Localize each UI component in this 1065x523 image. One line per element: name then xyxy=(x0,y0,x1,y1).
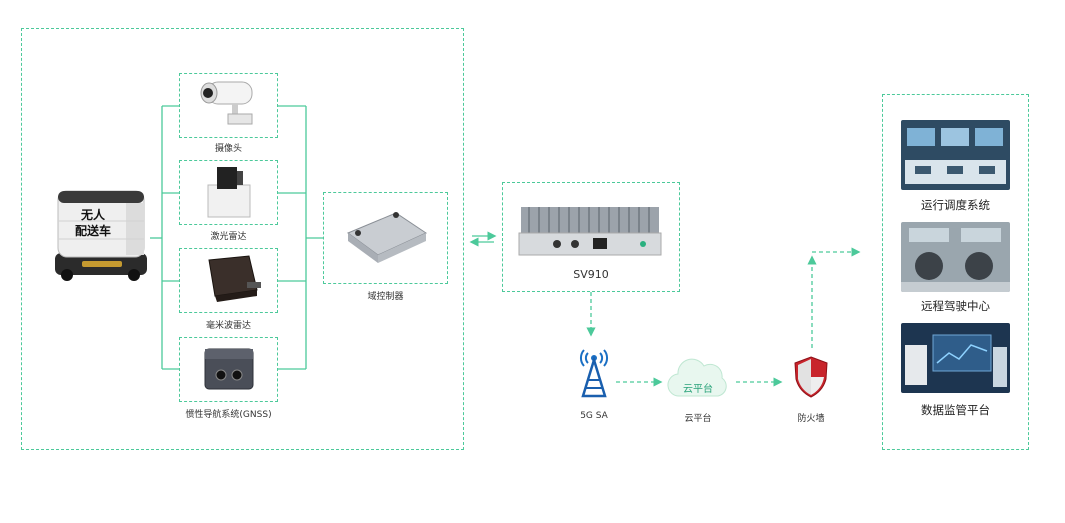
sensor-label-camera: 摄像头 xyxy=(214,144,242,154)
sensor-box-lidar xyxy=(179,160,278,225)
delivery-vehicle: 无人 配送车 xyxy=(52,185,150,285)
antenna-tower-icon xyxy=(577,344,611,402)
vehicle-system-group xyxy=(21,28,464,450)
dispatch-system-image xyxy=(901,120,1010,190)
vehicle-label-line1: 无人 xyxy=(80,208,105,222)
lidar-icon xyxy=(204,163,254,225)
router-box xyxy=(502,182,680,292)
sensor-box-ins xyxy=(179,337,278,402)
remote-driving-label: 远程驾驶中心 xyxy=(921,299,990,313)
firewall-label: 防火墙 xyxy=(797,414,825,424)
remote-driving-image xyxy=(901,222,1010,292)
router-icon xyxy=(515,203,665,265)
cloud-inner-label: 云平台 xyxy=(683,384,713,395)
cloud-label: 云平台 xyxy=(684,414,712,424)
domain-controller-box xyxy=(323,192,448,284)
cloud-icon xyxy=(666,356,730,406)
delivery-vehicle-icon xyxy=(55,190,147,281)
dispatch-system-label: 运行调度系统 xyxy=(921,198,990,212)
camera-icon xyxy=(194,76,264,138)
sensor-label-ins: 惯性导航系统(GNSS) xyxy=(185,410,272,420)
sensor-label-lidar: 激光雷达 xyxy=(210,232,247,242)
sensor-box-camera xyxy=(179,73,278,138)
shield-icon xyxy=(793,355,829,403)
ins-gnss-icon xyxy=(199,341,259,401)
vehicle-label-line2: 配送车 xyxy=(74,224,111,238)
router-label: SV910 xyxy=(573,268,609,281)
mmwave-radar-icon xyxy=(199,252,265,312)
sensor-label-mmwave: 毫米波雷达 xyxy=(205,321,251,331)
platform-group xyxy=(882,94,1029,450)
domain-controller-icon xyxy=(338,203,434,279)
data-supervision-image xyxy=(901,323,1010,393)
vehicle-label: 无人 配送车 xyxy=(60,207,126,239)
data-supervision-label: 数据监管平台 xyxy=(921,403,990,417)
sensor-box-mmwave xyxy=(179,248,278,313)
antenna-label: 5G SA xyxy=(580,411,608,421)
domain-controller-label: 域控制器 xyxy=(367,292,404,302)
